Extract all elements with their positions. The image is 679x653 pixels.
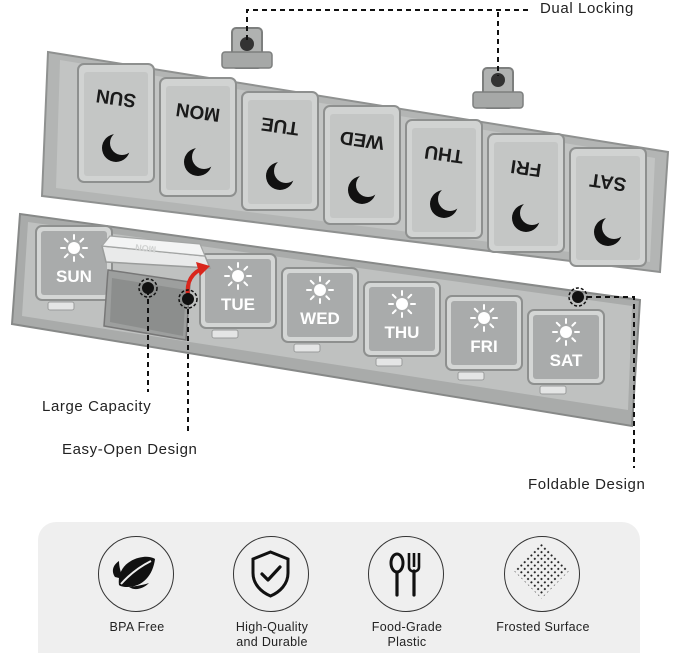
svg-text:MON: MON — [135, 242, 157, 254]
bottom-compartment-tue: TUE — [199, 253, 277, 339]
bottom-compartment-sun: SUN — [35, 225, 113, 311]
bottom-compartment-sat: SAT — [527, 309, 605, 395]
bottom-day-label: THU — [385, 323, 420, 342]
top-compartment-thu: THU — [405, 119, 483, 239]
top-compartment-sat: SAT — [569, 147, 647, 267]
lock-clasp-left — [221, 27, 273, 69]
feature-high-quality: High-Quality and Durable — [213, 522, 333, 653]
top-compartment-mon: MON — [159, 77, 237, 197]
top-compartment-tue: TUE — [241, 91, 319, 211]
bottom-compartment-thu: THU — [363, 281, 441, 367]
sun-icon — [306, 276, 334, 304]
open-mon-compartment — [103, 269, 191, 341]
feature-label: Frosted Surface — [496, 620, 590, 634]
sun-icon — [552, 318, 580, 346]
feature-frosted-surface: Frosted Surface — [484, 522, 604, 653]
bottom-compartment-fri: FRI — [445, 295, 523, 381]
shield-check-icon — [251, 550, 290, 598]
features-panel: BPA Free High-Quality and Durable Food-G… — [38, 522, 640, 653]
moon-icon — [594, 215, 626, 246]
sun-icon — [60, 234, 88, 262]
callout-easy-open: Easy-Open Design — [62, 441, 198, 458]
moon-icon — [348, 173, 380, 204]
callout-large-capacity: Large Capacity — [42, 398, 152, 415]
lock-clasp-right — [472, 67, 524, 109]
moon-icon — [512, 201, 544, 232]
top-day-label: FRI — [509, 155, 542, 180]
moon-icon — [430, 187, 462, 218]
bottom-day-label: SUN — [56, 267, 92, 286]
feature-label: Food-Grade Plastic — [371, 620, 443, 649]
callout-dual-locking: Dual Locking — [540, 0, 634, 17]
top-compartment-wed: WED — [323, 105, 401, 225]
moon-icon — [266, 159, 298, 190]
callout-leaders — [147, 9, 635, 468]
leaf-icon — [112, 556, 155, 590]
open-mon-lid: MON — [100, 235, 212, 269]
feature-label: BPA Free — [109, 620, 165, 634]
top-day-label: TUE — [260, 112, 301, 138]
bottom-day-label: SAT — [550, 351, 583, 370]
top-day-label: SAT — [588, 169, 628, 195]
bottom-day-label: TUE — [221, 295, 255, 314]
sun-icon — [470, 304, 498, 332]
bottom-compartment-wed: WED — [281, 267, 359, 353]
top-compartment-sun: SUN — [77, 63, 155, 183]
feature-food-grade: Food-Grade Plastic — [348, 522, 468, 653]
callout-foldable: Foldable Design — [528, 476, 646, 493]
feature-bpa-free: BPA Free — [78, 522, 198, 653]
top-compartment-fri: FRI — [487, 133, 565, 253]
moon-icon — [102, 131, 134, 162]
bottom-day-label: FRI — [470, 337, 497, 356]
sun-icon — [224, 262, 252, 290]
bottom-day-label: WED — [300, 309, 340, 328]
feature-label: High-Quality and Durable — [235, 620, 309, 649]
moon-icon — [184, 145, 216, 176]
sun-icon — [388, 290, 416, 318]
frosted-dots-icon — [513, 543, 570, 599]
spoon-fork-icon — [389, 552, 421, 597]
